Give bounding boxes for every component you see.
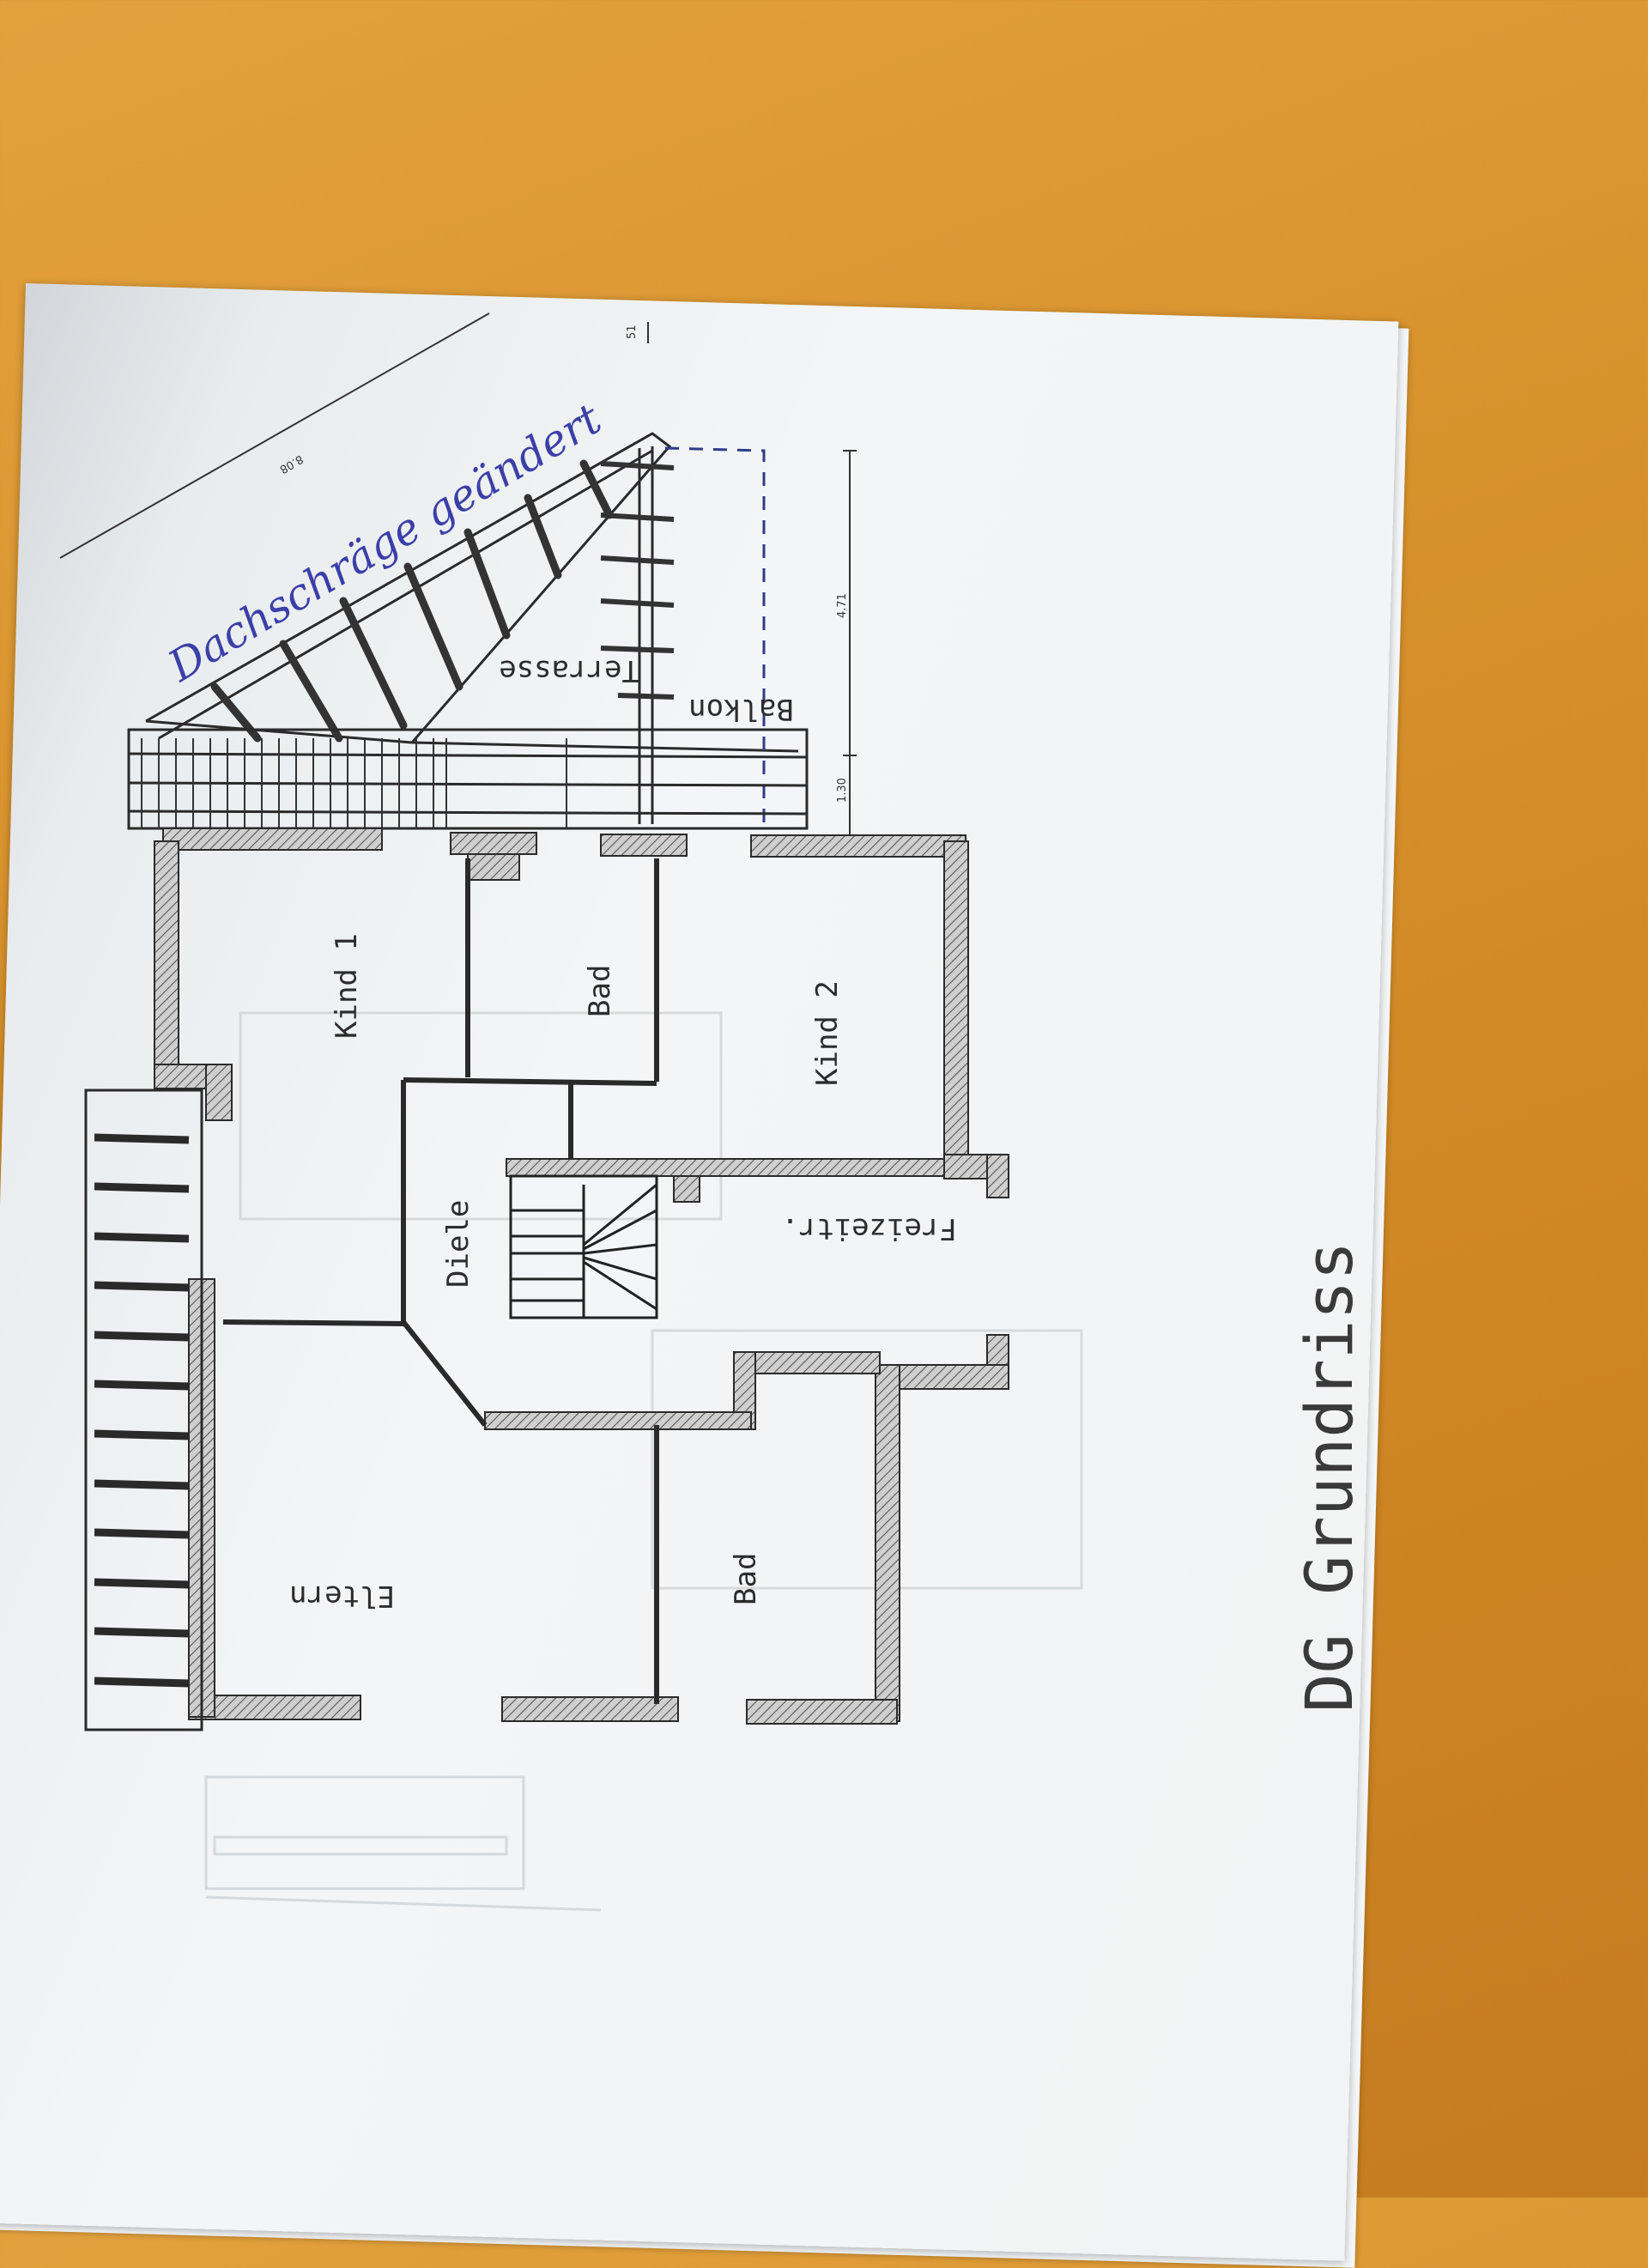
room-label-bad-bottom: Bad	[729, 1553, 763, 1605]
print-through-shadow	[204, 1011, 1083, 1912]
terrace-railing	[127, 728, 809, 830]
balcony-outline-dashed	[664, 446, 766, 833]
exterior-stair-treads	[94, 1133, 190, 1688]
dimension-roof: 8.08	[277, 452, 306, 476]
room-label-balkon: Balkon	[688, 692, 794, 726]
pergola-slats	[600, 461, 675, 700]
room-label-bad-top: Bad	[583, 965, 617, 1017]
internal-walls	[222, 858, 659, 1704]
staircase	[509, 1174, 658, 1319]
room-label-freizeit: Freizeitr.	[781, 1211, 957, 1246]
dimension-lower: 1.30	[836, 778, 849, 803]
walls	[154, 828, 1009, 1725]
roof-pergola	[145, 432, 799, 824]
room-label-diele: Diele	[441, 1200, 476, 1288]
exterior-stair	[84, 1089, 203, 1731]
dimension-corner: 51	[626, 324, 639, 339]
page-title: DG Grundriss	[1291, 1241, 1367, 1713]
pergola-rafters	[210, 459, 614, 743]
floor-plan: 4.71 1.30 8.08 51	[59, 312, 1367, 1912]
room-label-eltern: Eltern	[289, 1579, 395, 1613]
dimension-lines	[59, 312, 857, 838]
dimension-upper: 4.71	[836, 593, 849, 618]
room-label-kind1: Kind 1	[330, 933, 364, 1039]
terrace-railing-posts	[141, 738, 567, 828]
room-label-kind2: Kind 2	[810, 980, 845, 1086]
room-label-terrasse: Terrasse	[499, 653, 639, 688]
